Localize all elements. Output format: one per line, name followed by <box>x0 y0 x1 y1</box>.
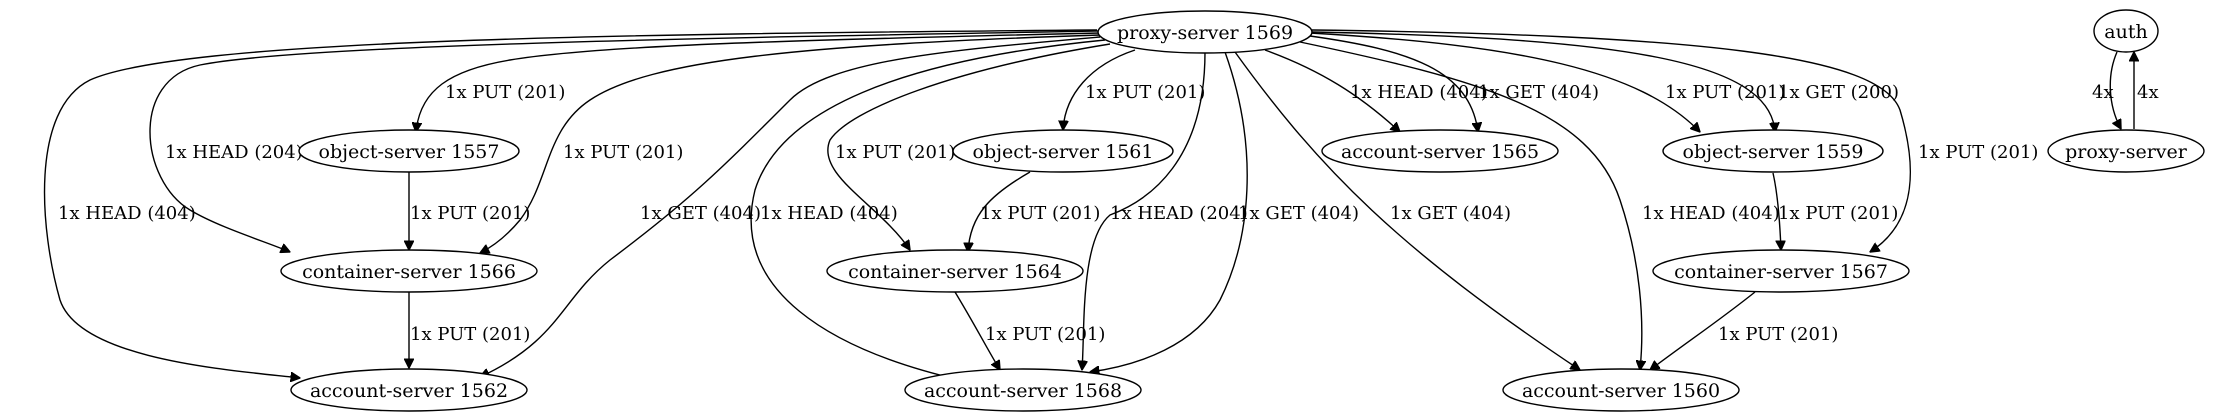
node-account-server-1560: account-server 1560 <box>1502 368 1740 412</box>
node-label: object-server 1561 <box>973 141 1154 163</box>
edge-object1559-container1567 <box>1772 172 1781 250</box>
edge-label: 1x PUT (201) <box>410 203 530 224</box>
edge-label: 1x PUT (201) <box>1665 82 1785 103</box>
edge-proxy1569-account1562-head <box>43 29 1098 378</box>
edge-label: 1x HEAD (204) <box>165 142 303 163</box>
node-label: proxy-server 1569 <box>1117 22 1293 44</box>
edge-proxy1569-account1565-head <box>1264 49 1400 132</box>
edge-label: 1x PUT (201) <box>1918 142 2038 163</box>
node-auth: auth <box>2093 9 2159 53</box>
node-label: account-server 1565 <box>1341 141 1539 163</box>
edge-label: 4x <box>2137 82 2159 103</box>
node-label: auth <box>2104 21 2147 43</box>
node-account-server-1568: account-server 1568 <box>904 368 1142 412</box>
edge-label: 1x GET (404) <box>1390 203 1511 224</box>
edge-container1567-account1560 <box>1650 291 1756 370</box>
edge-label: 1x PUT (201) <box>410 324 530 345</box>
edge-label: 4x <box>2092 82 2114 103</box>
edge-label: 1x PUT (201) <box>563 142 683 163</box>
node-object-server-1561: object-server 1561 <box>952 129 1174 173</box>
edge-label: 1x HEAD (204) <box>1110 203 1248 224</box>
edge-proxy1569-account1568-head404 <box>750 39 1106 380</box>
node-container-server-1567: container-server 1567 <box>1652 249 1910 293</box>
node-label: object-server 1557 <box>319 141 500 163</box>
edge-proxy1569-container1567 <box>1311 29 1911 252</box>
edge-label: 1x GET (404) <box>1238 203 1359 224</box>
edge-container1564-account1568 <box>954 291 1000 370</box>
edge-proxy1569-account1560-head <box>1299 41 1642 370</box>
edge-label: 1x PUT (201) <box>1778 203 1898 224</box>
node-label: proxy-server <box>2065 141 2188 163</box>
edge-label: 1x HEAD (404) <box>1350 82 1488 103</box>
edge-label: 1x PUT (201) <box>980 203 1100 224</box>
edge-label: 1x PUT (201) <box>445 82 565 103</box>
edge-proxy1569-account1568-head204 <box>1082 51 1206 370</box>
node-label: account-server 1568 <box>924 380 1122 402</box>
edge-label: 1x HEAD (404) <box>58 203 196 224</box>
edge-labels: 1x PUT (201) 1x HEAD (204) 1x PUT (201) … <box>58 82 2159 345</box>
edge-auth-proxyserver <box>2109 51 2121 129</box>
edge-label: 1x HEAD (404) <box>760 203 898 224</box>
edge-label: 1x PUT (201) <box>835 142 955 163</box>
edge-label: 1x GET (404) <box>1478 82 1599 103</box>
edge-object1561-container1564 <box>968 171 1031 252</box>
edge-proxy1569-account1565-get <box>1309 35 1478 132</box>
node-proxy-server: proxy-server <box>2047 129 2205 173</box>
edge-label: 1x HEAD (404) <box>1642 203 1780 224</box>
edge-proxy1569-account1568-get404 <box>1090 51 1248 372</box>
edge-proxy1569-account1562-get <box>480 36 1101 377</box>
node-account-server-1565: account-server 1565 <box>1321 129 1559 173</box>
node-label: account-server 1560 <box>1522 380 1720 402</box>
edge-label: 1x PUT (201) <box>1085 82 1205 103</box>
node-container-server-1566: container-server 1566 <box>280 249 538 293</box>
edge-proxy1569-object1559-put <box>1309 32 1700 132</box>
edge-proxy1569-container1566-head <box>149 30 1099 252</box>
edge-proxy1569-object1559-get <box>1311 31 1775 132</box>
edge-proxy1569-object1561 <box>1063 49 1136 130</box>
node-label: account-server 1562 <box>310 380 508 402</box>
edge-proxy1569-object1557 <box>416 32 1101 132</box>
edge-proxy1569-account1560-get <box>1234 51 1580 370</box>
node-object-server-1557: object-server 1557 <box>298 129 520 173</box>
edges <box>43 29 2134 380</box>
node-proxy-server-1569: proxy-server 1569 <box>1097 10 1313 54</box>
node-container-server-1564: container-server 1564 <box>826 249 1084 293</box>
edge-label: 1x GET (404) <box>640 203 761 224</box>
node-label: container-server 1566 <box>302 261 516 283</box>
node-object-server-1559: object-server 1559 <box>1662 129 1884 173</box>
node-label: container-server 1567 <box>1674 261 1888 283</box>
edge-proxy1569-container1564-put <box>827 43 1111 250</box>
edge-proxy1569-container1566-put <box>480 34 1101 253</box>
nodes: proxy-server 1569 object-server 1557 obj… <box>280 9 2205 412</box>
edge-label: 1x PUT (201) <box>985 324 1105 345</box>
node-account-server-1562: account-server 1562 <box>290 368 528 412</box>
node-label: container-server 1564 <box>848 261 1062 283</box>
node-label: object-server 1559 <box>1683 141 1864 163</box>
edge-label: 1x PUT (201) <box>1718 324 1838 345</box>
edge-label: 1x GET (200) <box>1778 82 1899 103</box>
